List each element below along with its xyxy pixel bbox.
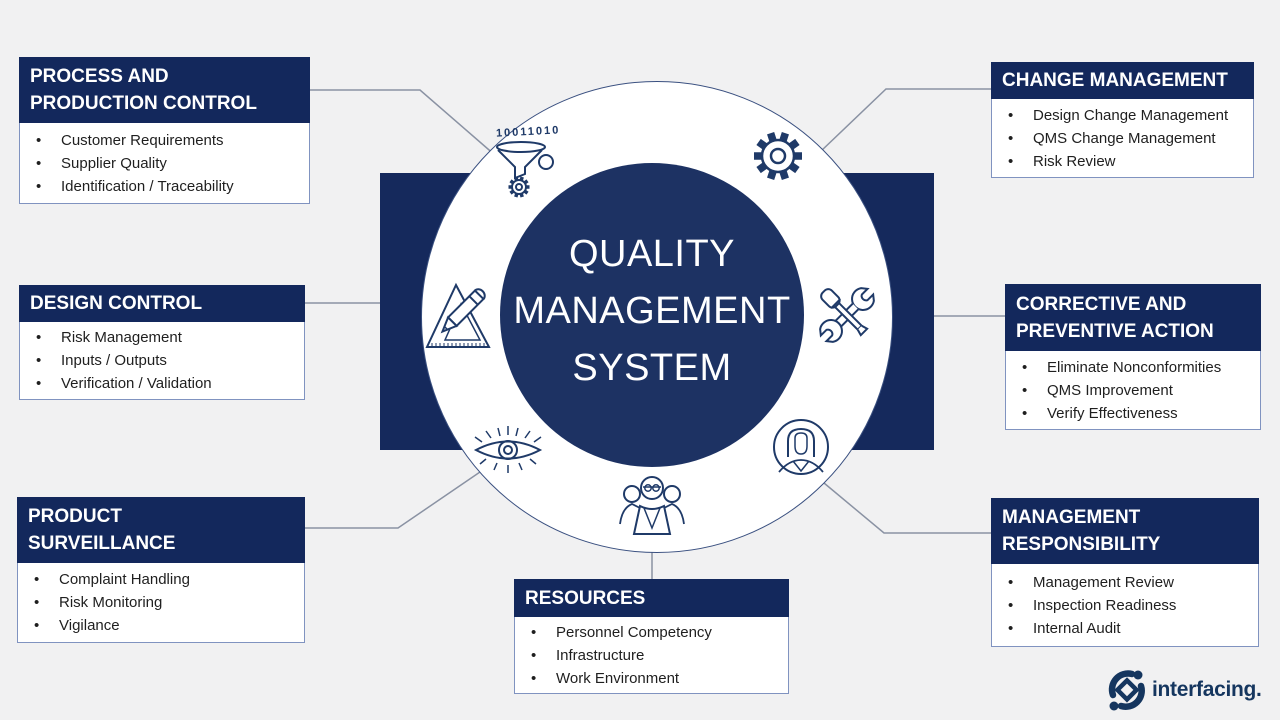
funnel-icon <box>494 140 560 202</box>
panel-title-line: RESPONSIBILITY <box>1002 534 1161 555</box>
panel-header: CHANGE MANAGEMENT <box>991 62 1254 99</box>
panel-title-line: PROCESS AND <box>30 66 169 87</box>
panel-body: Management Review Inspection Readiness I… <box>991 564 1259 647</box>
list-item: Inputs / Outputs <box>20 349 304 372</box>
list-item: Risk Review <box>992 150 1253 173</box>
panel-body: Complaint Handling Risk Monitoring Vigil… <box>17 563 305 643</box>
list-item: Work Environment <box>515 667 788 690</box>
list-item: Infrastructure <box>515 644 788 667</box>
panel-title-line: RESOURCES <box>525 587 646 609</box>
ruler-pencil-icon <box>423 281 493 351</box>
panel-title-line: PRODUCTION CONTROL <box>30 93 257 114</box>
list-item: Verification / Validation <box>20 372 304 395</box>
panel-title-line: PRODUCT <box>28 506 122 527</box>
panel-title-line: DESIGN CONTROL <box>30 293 203 314</box>
interfacing-logo-mark <box>1108 670 1145 711</box>
panel-resources: RESOURCES Personnel Competency Infrastru… <box>514 579 789 694</box>
list-item: Inspection Readiness <box>992 594 1258 617</box>
panel-body: Design Change Management QMS Change Mana… <box>991 99 1254 178</box>
list-item: Personnel Competency <box>515 621 788 644</box>
panel-header: PROCESS AND PRODUCTION CONTROL <box>19 57 310 123</box>
panel-body: Customer Requirements Supplier Quality I… <box>19 123 310 204</box>
panel-change-management: CHANGE MANAGEMENT Design Change Manageme… <box>991 62 1254 178</box>
list-item: Complaint Handling <box>18 568 304 591</box>
gear-icon <box>748 126 808 186</box>
panel-header: RESOURCES <box>514 579 789 617</box>
title-line-2: MANAGEMENT <box>513 290 791 332</box>
interfacing-logo-text: interfacing. <box>1152 678 1262 701</box>
panel-product-surveillance: PRODUCT SURVEILLANCE Complaint Handling … <box>17 497 305 643</box>
list-item: Risk Management <box>20 326 304 349</box>
list-item: Customer Requirements <box>20 129 309 152</box>
list-item: Vigilance <box>18 614 304 637</box>
center-circle <box>500 163 804 467</box>
list-item: QMS Improvement <box>1006 379 1260 402</box>
list-item: Eliminate Nonconformities <box>1006 356 1260 379</box>
panel-body: Personnel Competency Infrastructure Work… <box>514 617 789 694</box>
panel-design-control: DESIGN CONTROL Risk Management Inputs / … <box>19 285 305 400</box>
list-item: Verify Effectiveness <box>1006 402 1260 425</box>
list-item: Internal Audit <box>992 617 1258 640</box>
list-item: QMS Change Management <box>992 127 1253 150</box>
panel-title-line: MANAGEMENT <box>1002 507 1141 528</box>
list-item: Management Review <box>992 571 1258 594</box>
panel-title-line: CORRECTIVE AND <box>1016 293 1187 315</box>
panel-management-responsibility: MANAGEMENT RESPONSIBILITY Management Rev… <box>991 498 1259 647</box>
panel-process-and-production-control: PROCESS AND PRODUCTION CONTROL Customer … <box>19 57 310 204</box>
title-line-3: SYSTEM <box>572 347 732 389</box>
panel-title-line: PREVENTIVE ACTION <box>1016 320 1214 342</box>
panel-body: Eliminate Nonconformities QMS Improvemen… <box>1005 351 1261 430</box>
list-item: Design Change Management <box>992 104 1253 127</box>
people-group-icon <box>616 472 688 540</box>
panel-header: MANAGEMENT RESPONSIBILITY <box>991 498 1259 564</box>
panel-header: PRODUCT SURVEILLANCE <box>17 497 305 563</box>
eye-icon <box>468 420 548 480</box>
tools-icon <box>811 279 883 351</box>
panel-body: Risk Management Inputs / Outputs Verific… <box>19 322 305 400</box>
panel-title-line: SURVEILLANCE <box>28 533 176 554</box>
panel-header: CORRECTIVE AND PREVENTIVE ACTION <box>1005 284 1261 351</box>
list-item: Identification / Traceability <box>20 175 309 198</box>
list-item: Supplier Quality <box>20 152 309 175</box>
panel-header: DESIGN CONTROL <box>19 285 305 322</box>
list-item: Risk Monitoring <box>18 591 304 614</box>
diagram-title: QUALITY MANAGEMENT SYSTEM <box>502 226 802 397</box>
panel-title-line: CHANGE MANAGEMENT <box>1002 70 1228 91</box>
interfacing-logo: interfacing. <box>1106 668 1262 712</box>
title-line-1: QUALITY <box>568 233 736 275</box>
panel-corrective-and-preventive-action: CORRECTIVE AND PREVENTIVE ACTION Elimina… <box>1005 284 1261 430</box>
person-avatar-icon <box>771 417 831 477</box>
